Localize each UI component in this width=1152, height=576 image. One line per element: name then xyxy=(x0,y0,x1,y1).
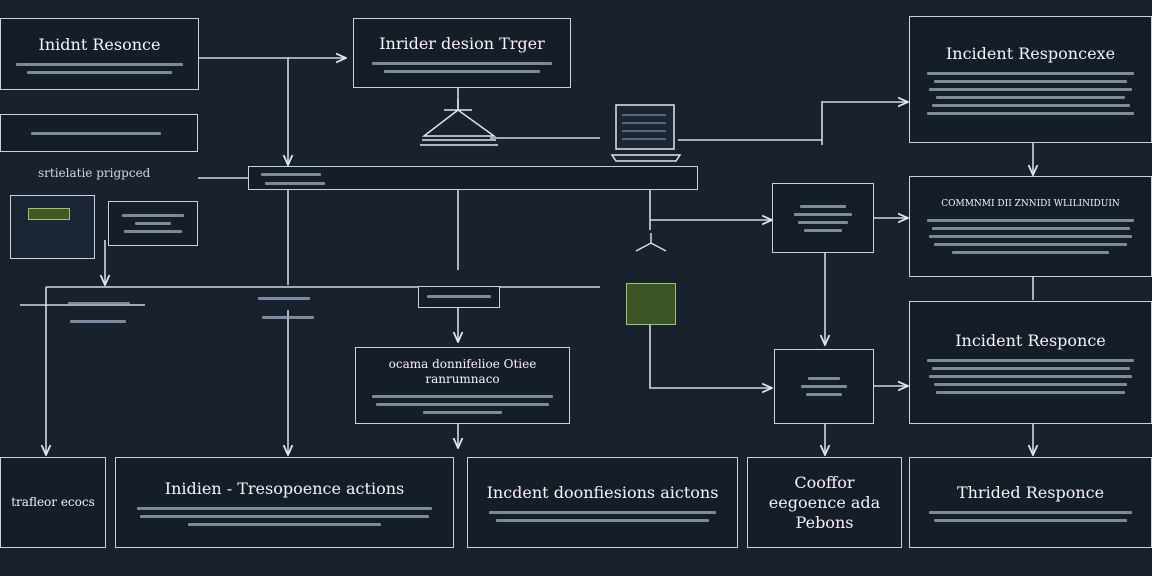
server-stack-icon xyxy=(420,99,498,146)
node-text-lines xyxy=(364,395,561,414)
node-text-lines xyxy=(362,61,562,73)
cooperative-response-box[interactable]: Cooffor eegoence ada Pebons xyxy=(747,457,902,548)
node-text-lines xyxy=(918,511,1143,522)
incident-response-box-mid-right[interactable]: Incident Responce xyxy=(909,301,1152,424)
third-response-box[interactable]: Thrided Responce xyxy=(909,457,1152,548)
communication-box[interactable]: COMMNMI DII ZNNIDI WLILINIDUIN xyxy=(909,176,1152,277)
node-title: Incident Responcexe xyxy=(945,44,1116,63)
node-title: Incident Responce xyxy=(955,331,1106,350)
node-text-lines xyxy=(9,62,190,74)
antenna-icon xyxy=(635,233,667,252)
node-title: Thrided Responce xyxy=(956,483,1105,502)
incident-response-box-top-left[interactable]: Inidnt Resonce xyxy=(0,18,199,90)
decision-actions-box[interactable]: Incdent doonfiesions aictons xyxy=(467,457,738,548)
left-tab-bar xyxy=(0,114,198,152)
node-text-lines xyxy=(124,507,445,526)
label-line xyxy=(262,316,314,319)
monitor-icon-left xyxy=(10,195,95,259)
node-text-lines xyxy=(918,359,1143,394)
node-title: Inidnt Resonce xyxy=(38,34,161,54)
label-line xyxy=(258,297,310,300)
side-label: srtielatie prigpced xyxy=(38,166,151,180)
node-title: Inidien - Tresopoence actions xyxy=(164,479,405,498)
device-icon-green xyxy=(626,283,676,325)
incident-response-box-top-right[interactable]: Incident Responcexe xyxy=(909,16,1152,143)
node-title: ocama donnifelioe Otiee ranrumnaco xyxy=(388,357,537,386)
label-line xyxy=(70,320,126,323)
evaluation-box-lower[interactable] xyxy=(774,349,874,424)
laptop-icon xyxy=(610,104,682,162)
pipeline-node-mid xyxy=(418,286,500,308)
node-title: COMMNMI DII ZNNIDI WLILINIDUIN xyxy=(941,199,1120,210)
node-text-lines xyxy=(918,218,1143,254)
node-title: Inrider desion Trger xyxy=(379,33,545,53)
pipeline-bar-upper xyxy=(248,166,698,190)
node-text-lines xyxy=(918,72,1143,115)
decision-trigger-box[interactable]: Inrider desion Trger xyxy=(353,18,571,88)
analysis-box-mid[interactable] xyxy=(772,183,874,253)
node-title: Incdent doonfiesions aictons xyxy=(486,483,719,502)
traffic-records-box[interactable]: trafleor ecocs xyxy=(0,457,106,548)
mini-note-box xyxy=(108,201,198,246)
response-actions-box[interactable]: Inidien - Tresopoence actions xyxy=(115,457,454,548)
status-indicator-icon xyxy=(28,208,70,220)
node-title: trafleor ecocs xyxy=(11,495,95,509)
decision-options-box[interactable]: ocama donnifelioe Otiee ranrumnaco xyxy=(355,347,570,424)
node-title: Cooffor eegoence ada Pebons xyxy=(768,472,881,532)
label-line xyxy=(68,302,130,305)
node-text-lines xyxy=(476,511,729,522)
